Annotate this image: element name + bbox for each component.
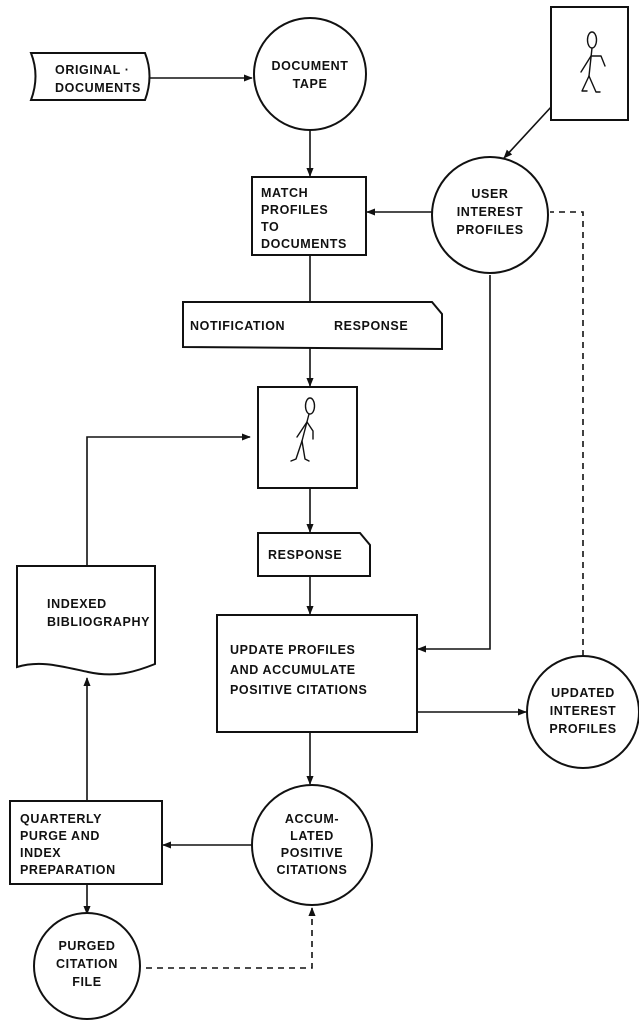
user-interest-profiles-line-1: USER	[471, 187, 508, 201]
user-interest-profiles-node: USER INTEREST PROFILES	[431, 156, 549, 274]
original-documents-shape	[29, 52, 151, 101]
accumulated-citations-node: ACCUM- LATED POSITIVE CITATIONS	[251, 784, 373, 906]
dashed-purged-to-accumulated	[146, 907, 316, 969]
connectors	[83, 74, 584, 969]
accumulated-citations-line-3: POSITIVE	[281, 846, 343, 860]
updated-interest-profiles-line-1: UPDATED	[551, 686, 615, 700]
quarterly-purge-line-1: QUARTERLY	[20, 812, 102, 826]
response-node: RESPONSE	[257, 532, 371, 577]
update-profiles-line-1: UPDATE PROFILES	[230, 643, 355, 657]
update-profiles-line-2: AND ACCUMULATE	[230, 663, 356, 677]
quarterly-purge-shape	[9, 800, 163, 885]
user-figure-top-frame	[550, 6, 629, 121]
update-profiles-shape	[216, 614, 418, 733]
purged-citation-file-line-3: FILE	[72, 975, 101, 989]
updated-interest-profiles-line-2: INTEREST	[550, 704, 617, 718]
response-label-top: RESPONSE	[334, 319, 408, 333]
purged-citation-file-shape	[33, 912, 141, 1020]
arrow-user-figure-to-profiles	[503, 105, 553, 159]
original-documents-line-2: DOCUMENTS	[55, 81, 141, 95]
match-profiles-shape	[251, 176, 367, 256]
document-tape-shape	[253, 17, 367, 131]
match-profiles-line-4: DOCUMENTS	[261, 237, 347, 251]
accumulated-citations-line-2: LATED	[290, 829, 334, 843]
updated-interest-profiles-shape	[526, 655, 639, 769]
updated-interest-profiles-line-3: PROFILES	[549, 722, 616, 736]
dashed-updated-to-user-profiles	[550, 211, 584, 656]
stick-figure-icon	[580, 31, 606, 93]
user-interest-profiles-line-3: PROFILES	[456, 223, 523, 237]
notification-response-node: NOTIFICATION RESPONSE	[182, 301, 443, 351]
update-profiles-line-3: POSITIVE CITATIONS	[230, 683, 367, 697]
user-figure-center-frame	[257, 386, 358, 489]
quarterly-purge-line-3: INDEX	[20, 846, 61, 860]
updated-interest-profiles-node: UPDATED INTEREST PROFILES	[526, 655, 639, 769]
notification-label: NOTIFICATION	[190, 319, 285, 333]
notification-response-shape	[182, 301, 443, 351]
user-interest-profiles-line-2: INTEREST	[457, 205, 524, 219]
user-figure-center	[257, 386, 358, 489]
document-tape-line-1: DOCUMENT	[271, 59, 348, 73]
indexed-bibliography-line-1: INDEXED	[47, 597, 107, 611]
match-profiles-line-2: PROFILES	[261, 203, 328, 217]
document-tape-node: DOCUMENT TAPE	[253, 17, 367, 131]
stick-figure-icon	[290, 397, 316, 462]
quarterly-purge-line-2: PURGE AND	[20, 829, 100, 843]
response-label: RESPONSE	[268, 548, 342, 562]
update-profiles-node: UPDATE PROFILES AND ACCUMULATE POSITIVE …	[216, 614, 418, 733]
response-shape	[257, 532, 371, 577]
arrow-bibliography-to-user	[86, 433, 251, 565]
indexed-bibliography-shape	[16, 565, 156, 676]
purged-citation-file-line-2: CITATION	[56, 957, 118, 971]
accumulated-citations-line-4: CITATIONS	[277, 863, 348, 877]
user-interest-profiles-shape	[431, 156, 549, 274]
accumulated-citations-line-1: ACCUM-	[285, 812, 339, 826]
match-profiles-node: MATCH PROFILES TO DOCUMENTS	[251, 176, 367, 256]
arrow-profiles-to-update	[417, 275, 491, 653]
match-profiles-line-3: TO	[261, 220, 279, 234]
purged-citation-file-line-1: PURGED	[58, 939, 115, 953]
original-documents-node: ORIGINAL · DOCUMENTS	[29, 52, 151, 101]
match-profiles-line-1: MATCH	[261, 186, 308, 200]
indexed-bibliography-line-2: BIBLIOGRAPHY	[47, 615, 150, 629]
accumulated-citations-shape	[251, 784, 373, 906]
user-figure-top	[550, 6, 629, 121]
document-tape-line-2: TAPE	[293, 77, 328, 91]
quarterly-purge-line-4: PREPARATION	[20, 863, 116, 877]
indexed-bibliography-node: INDEXED BIBLIOGRAPHY	[16, 565, 156, 676]
quarterly-purge-node: QUARTERLY PURGE AND INDEX PREPARATION	[9, 800, 163, 885]
original-documents-line-1: ORIGINAL ·	[55, 63, 130, 77]
purged-citation-file-node: PURGED CITATION FILE	[33, 912, 141, 1020]
